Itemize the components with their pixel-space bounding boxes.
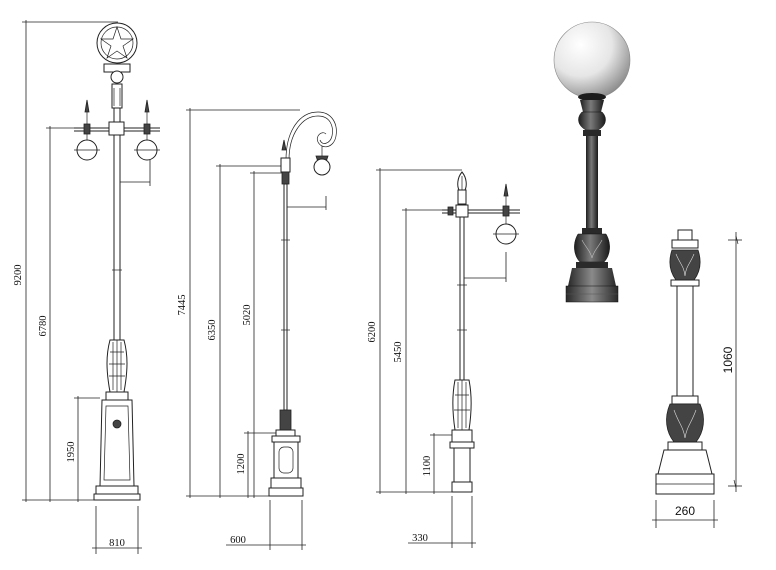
lamp-post-2-base xyxy=(268,409,304,497)
dim-base-width: 810 xyxy=(109,538,125,549)
globe xyxy=(553,21,631,99)
star-finial xyxy=(96,22,138,84)
lamp-post-3-base xyxy=(449,429,475,493)
dim-total-height: 7445 xyxy=(177,295,188,316)
dim-base-height: 1950 xyxy=(66,442,77,463)
dim-mid-height: 5450 xyxy=(393,342,404,363)
lamp-post-3-finial xyxy=(457,171,467,191)
lantern-globe xyxy=(313,158,331,176)
lamp-post-2-crook-arm xyxy=(281,111,337,176)
lamp-post-1-shaft xyxy=(113,107,121,341)
lamp-post-2-dimensions: 7445 6350 5020 1200 600 xyxy=(177,108,327,550)
bollard-post-shaft xyxy=(676,285,694,397)
dim-base-height: 1200 xyxy=(236,454,247,475)
dim-mid-height: 5020 xyxy=(242,305,253,326)
bollard-post-dimensions: 1060 260 xyxy=(652,232,742,528)
lamp-post-2: 7445 6350 5020 1200 600 xyxy=(177,108,337,550)
lamp-post-3-leaf-ornament xyxy=(452,379,472,431)
lamp-post-3-shaft xyxy=(459,216,465,381)
bollard-post: 1060 260 xyxy=(652,229,742,528)
dim-total-height: 9200 xyxy=(13,265,24,286)
dim-base-height: 1100 xyxy=(422,456,433,477)
lamp-post-3-dimensions: 6200 5450 1100 330 xyxy=(367,168,507,548)
lamp-post-1-dimensions: 9200 6780 1950 810 xyxy=(13,20,151,554)
dim-total-height: 6200 xyxy=(367,322,378,343)
lamp-post-1-capital xyxy=(111,83,123,109)
dim-height: 1060 xyxy=(721,346,735,373)
lamp-post-2-capital xyxy=(280,157,291,173)
dim-arm-height: 6350 xyxy=(207,320,218,341)
dim-base-width: 330 xyxy=(412,533,428,544)
dim-width: 260 xyxy=(675,504,695,518)
lamp-post-1-base xyxy=(93,391,141,501)
dim-mid-height: 6780 xyxy=(38,316,49,337)
lamp-post-1: 9200 6780 1950 810 xyxy=(13,20,160,554)
lamp-post-3-crossarm xyxy=(442,183,520,245)
bollard-shaft xyxy=(586,136,598,228)
lamp-post-2-shaft xyxy=(283,183,288,411)
lamp-post-1-leaf-ornament xyxy=(106,339,128,393)
dim-base-width: 600 xyxy=(230,535,246,546)
bollard-light xyxy=(553,21,631,303)
lamp-post-3: 6200 5450 1100 330 xyxy=(367,168,520,548)
lamp-post-1-crossarm xyxy=(74,99,160,161)
